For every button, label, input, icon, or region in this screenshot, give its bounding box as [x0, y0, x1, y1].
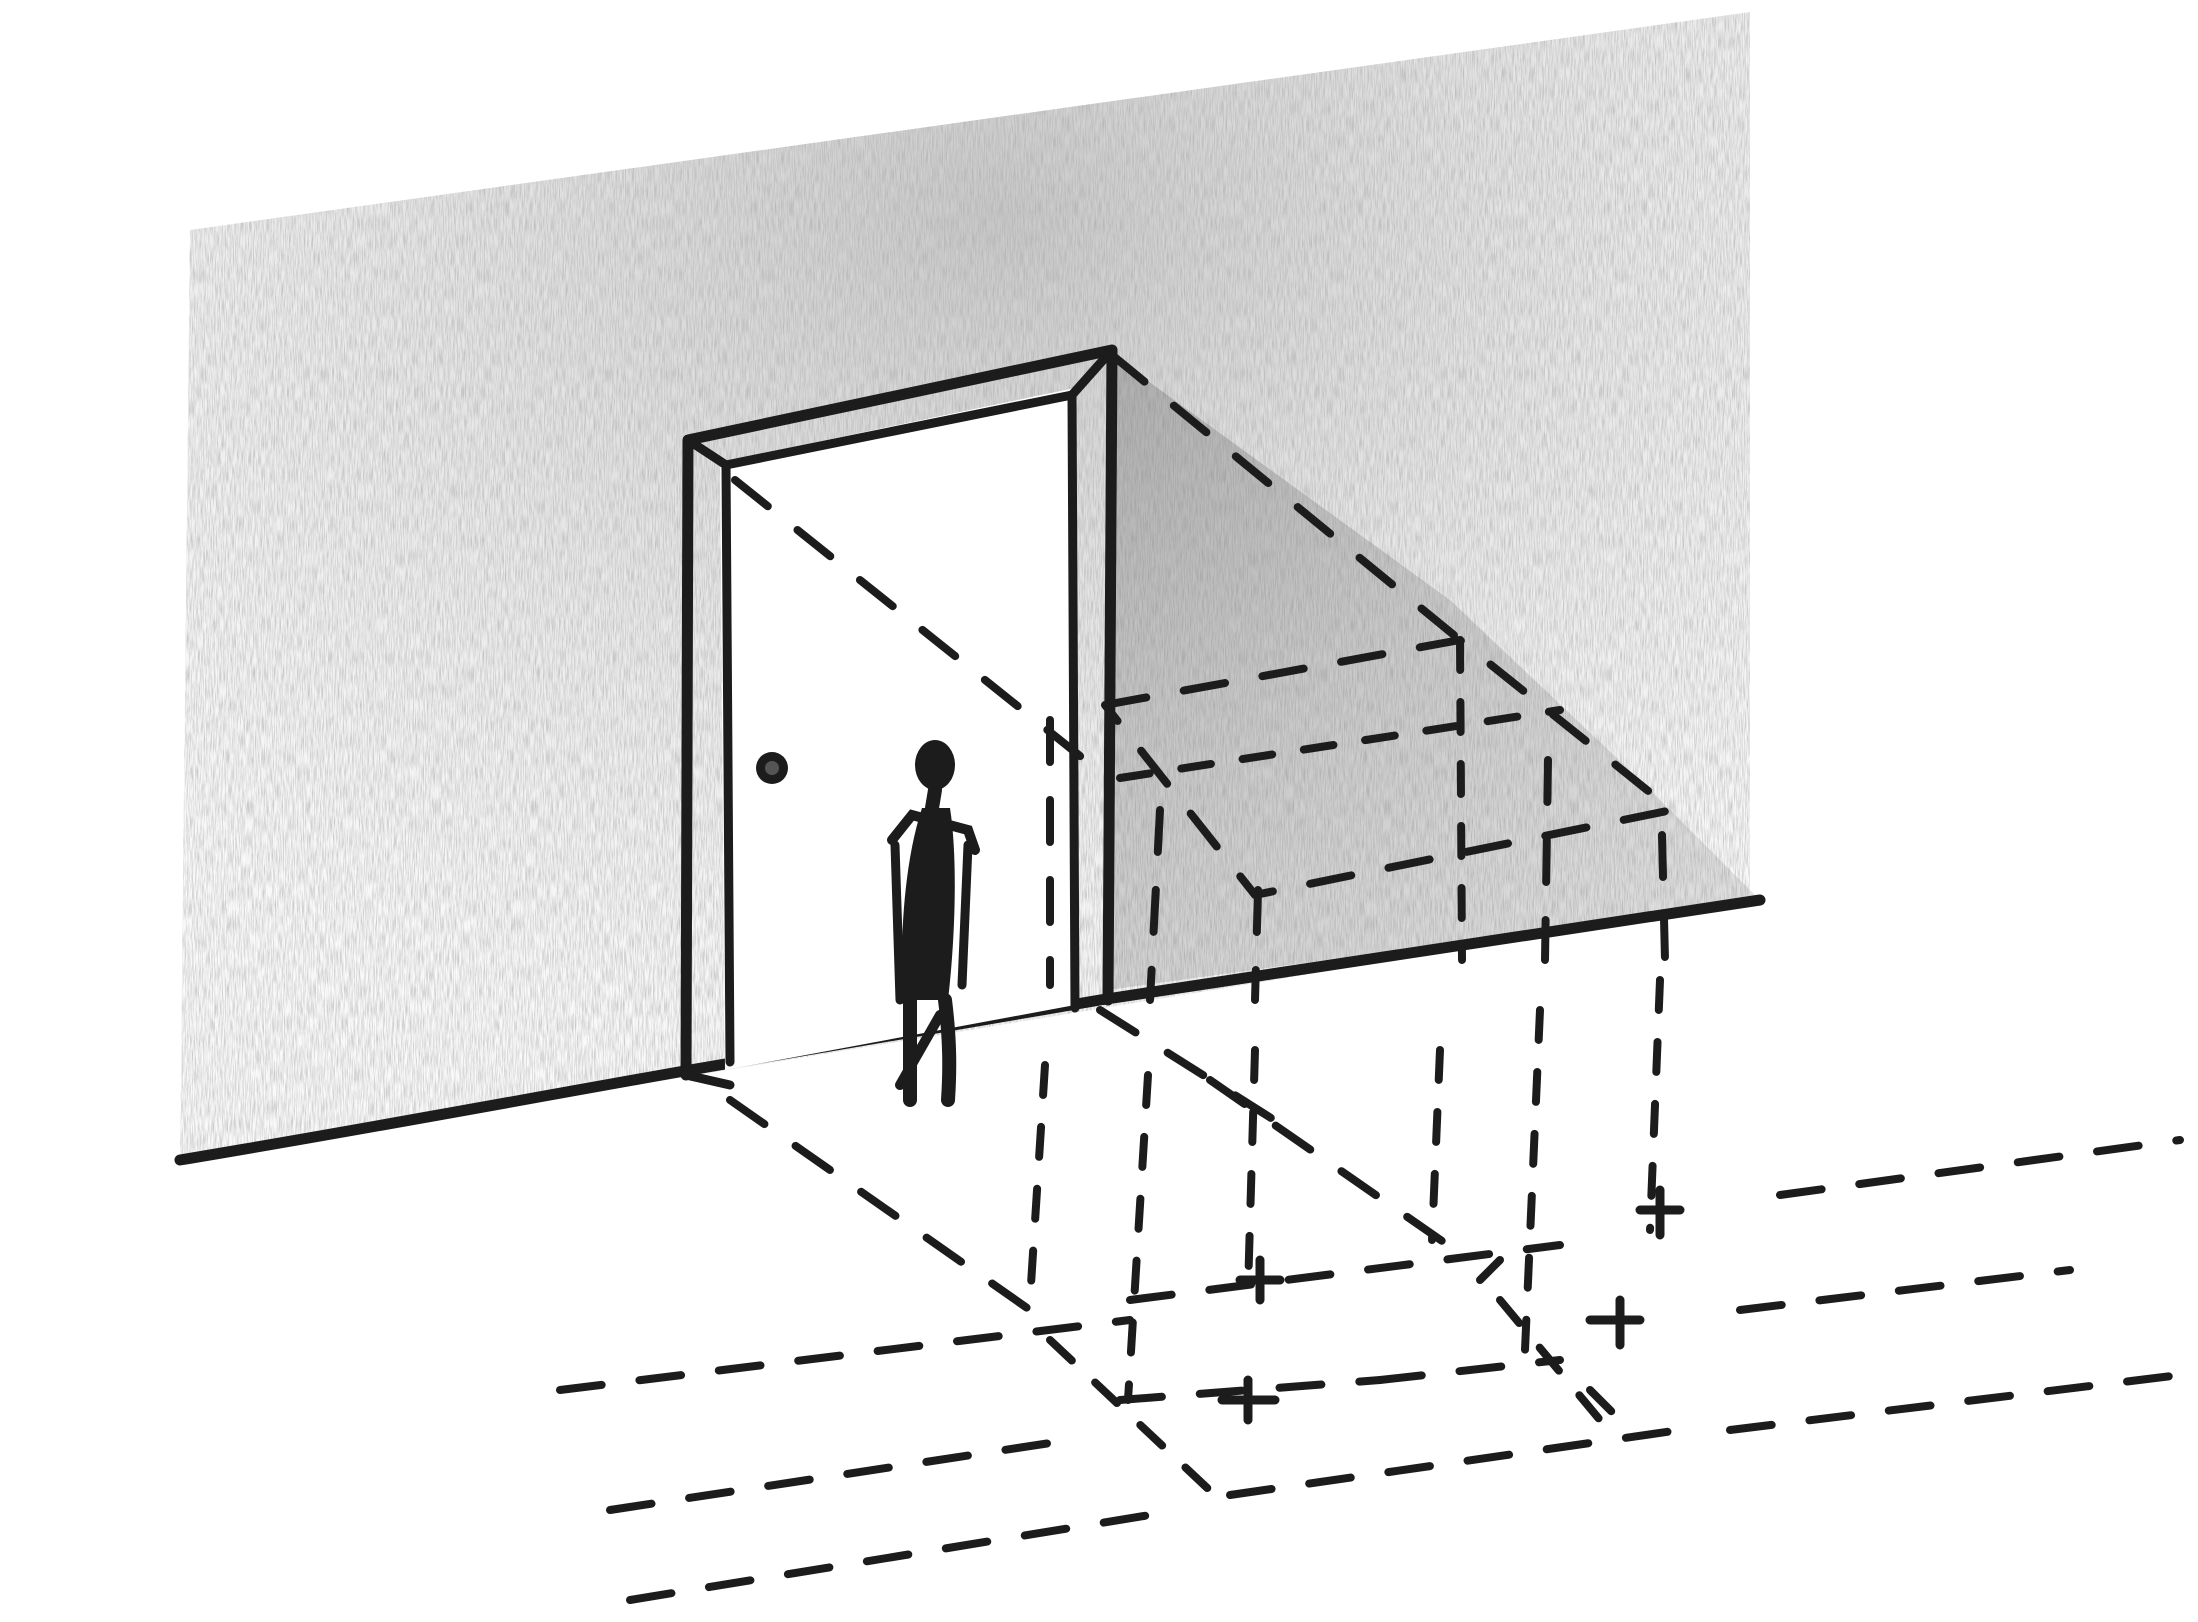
door-knob-icon	[756, 752, 788, 784]
door-threshold	[686, 1075, 730, 1085]
floor-grid	[560, 1140, 2180, 1600]
